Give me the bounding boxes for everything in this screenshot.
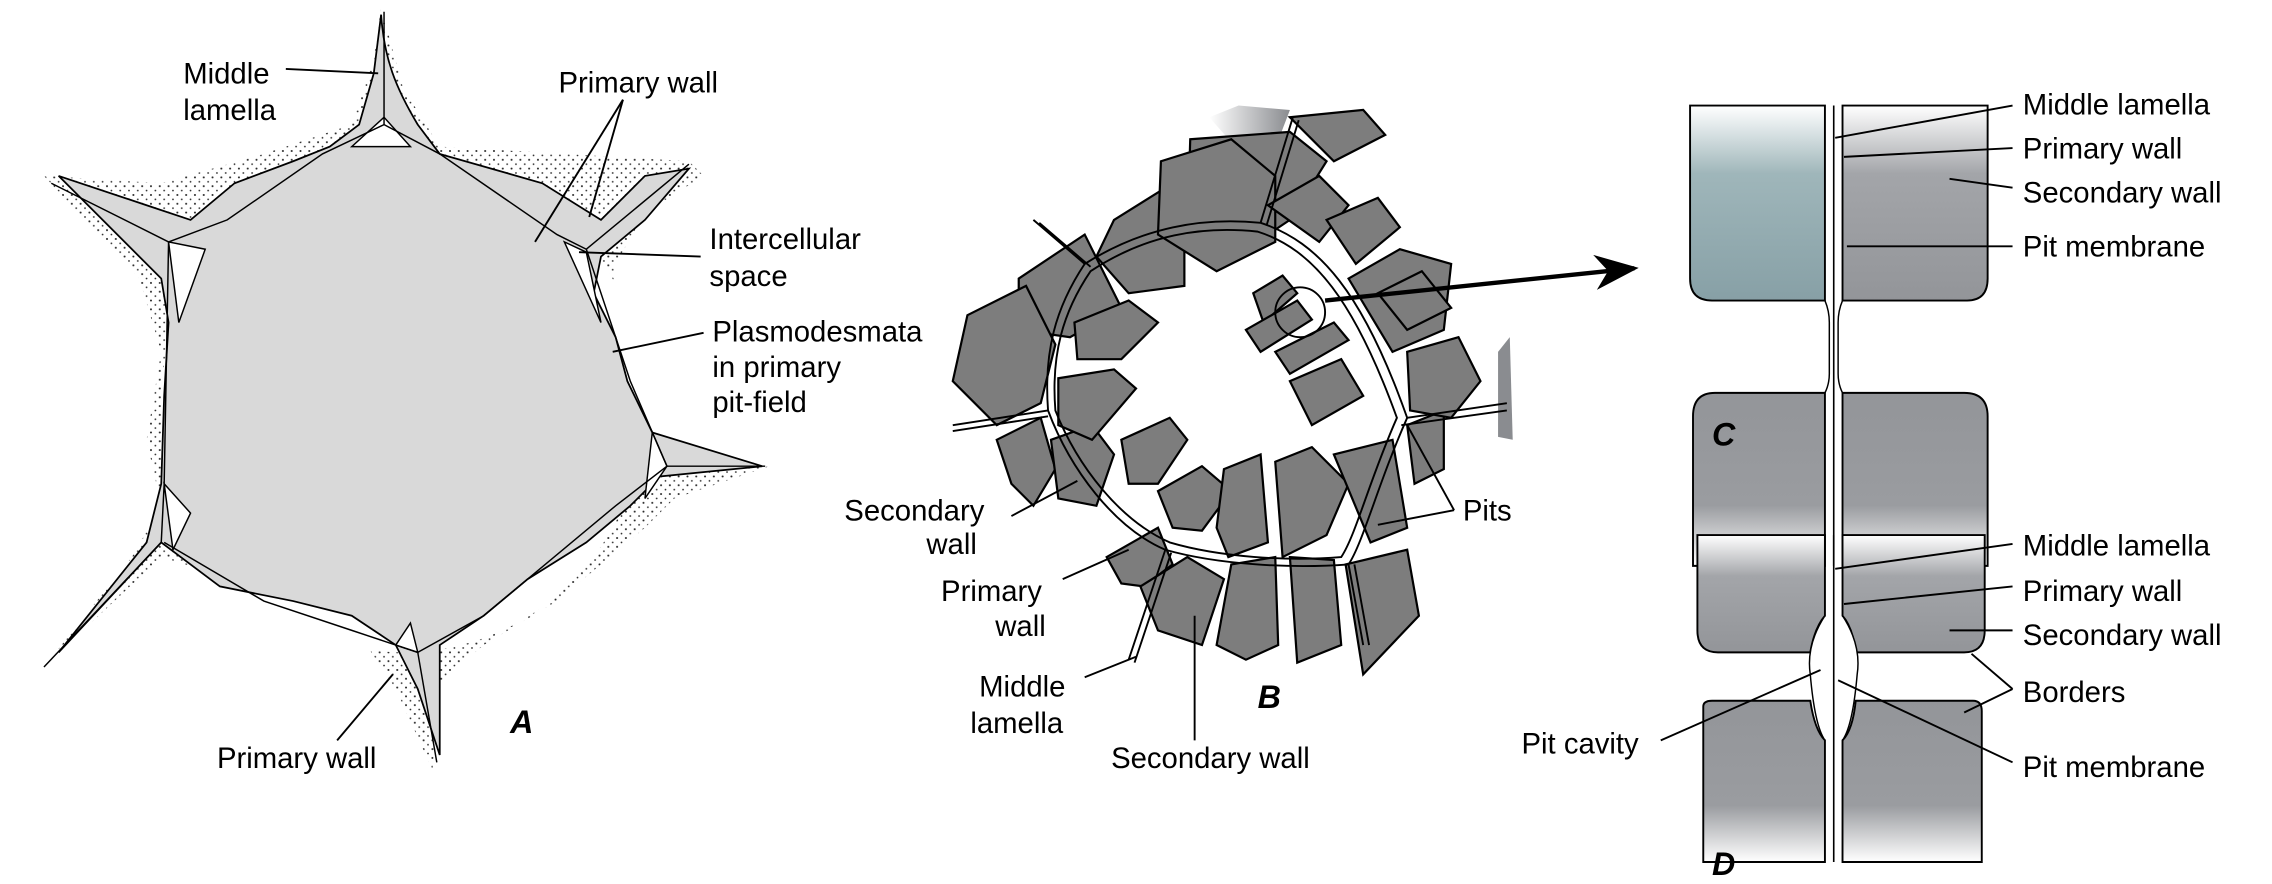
primary-wall-double-lines xyxy=(952,117,1507,663)
label-b-primary-wall-1: Primary xyxy=(941,575,1042,608)
d-pit-cavity-right xyxy=(1841,615,1859,741)
c-bottom-left-wall xyxy=(1692,391,1826,567)
leader-c-primary-wall xyxy=(1843,147,2013,158)
label-d-secondary-wall: Secondary wall xyxy=(2023,619,2222,652)
panel-letter-b: B xyxy=(1258,679,1281,715)
panel-d: Middle lamella Primary wall Secondary wa… xyxy=(1522,530,2222,883)
leader-b-primary-wall xyxy=(1062,548,1130,580)
leader-b-pits-2 xyxy=(1377,509,1455,526)
label-d-pit-cavity: Pit cavity xyxy=(1522,728,1640,761)
leader-b-middle-lamella xyxy=(1084,655,1137,679)
leader-d-middle-lamella xyxy=(1835,542,2013,570)
c-top-right-wall xyxy=(1841,104,1989,302)
leader-intercellular xyxy=(578,251,701,258)
d-top-right-wall xyxy=(1841,534,1986,654)
label-b-secondary-wall-1: Secondary xyxy=(844,494,984,527)
c-top-left-wall xyxy=(1689,104,1826,302)
leader-b-secondary-wall xyxy=(1010,480,1078,517)
label-a-plasmodesmata-1: Plasmodesmata xyxy=(712,316,923,349)
magnification-arrow xyxy=(1324,254,1639,303)
label-b-pits: Pits xyxy=(1463,494,1512,527)
panel-letter-a: A xyxy=(509,704,533,740)
label-b-secondary-wall-bottom: Secondary wall xyxy=(1111,742,1310,775)
c-pit-membrane-right xyxy=(1837,300,1844,394)
label-b-middle-lamella-2: lamella xyxy=(970,707,1064,740)
panel-a: Middle lamella Primary wall Intercellula… xyxy=(43,7,923,775)
leader-d-primary-wall xyxy=(1843,585,2013,605)
leader-d-pit-cavity xyxy=(1660,669,1821,742)
label-b-secondary-wall-2: wall xyxy=(925,528,976,561)
label-d-pit-membrane: Pit membrane xyxy=(2023,751,2205,784)
panel-letter-c: C xyxy=(1712,417,1736,453)
label-a-plasmodesmata-2: in primary xyxy=(712,351,841,384)
leader-d-borders-2 xyxy=(1963,688,2013,714)
faded-cell-right xyxy=(1498,337,1513,440)
panel-c: Middle lamella Primary wall Secondary wa… xyxy=(1689,88,2222,567)
pit-highlight-circle xyxy=(1274,286,1327,339)
label-a-middle-lamella-2: lamella xyxy=(183,94,277,127)
leader-plasmodesmata xyxy=(612,331,704,353)
middle-lamella-lines xyxy=(43,11,766,763)
label-d-primary-wall: Primary wall xyxy=(2023,575,2183,608)
c-pit-membrane-left xyxy=(1824,300,1831,394)
label-c-secondary-wall: Secondary wall xyxy=(2023,176,2222,209)
label-c-pit-membrane: Pit membrane xyxy=(2023,231,2205,264)
label-c-primary-wall: Primary wall xyxy=(2023,132,2183,165)
secondary-wall-segments xyxy=(951,108,1482,677)
leader-middle-lamella-a xyxy=(285,67,379,75)
label-b-primary-wall-2: wall xyxy=(994,610,1045,643)
c-bottom-right-wall xyxy=(1841,391,1989,567)
leader-primary-wall-a1 xyxy=(534,99,624,243)
primary-wall-network xyxy=(57,14,763,756)
leader-c-secondary-wall xyxy=(1949,177,2013,189)
label-a-middle-lamella-1: Middle xyxy=(183,58,269,91)
d-bottom-right-wall xyxy=(1841,699,1983,863)
leader-primary-wall-a-bottom xyxy=(336,673,394,741)
panel-b: Secondary wall Primary wall Middle lamel… xyxy=(844,105,1639,775)
d-top-left-wall xyxy=(1696,534,1826,654)
label-a-intercellular-2: space xyxy=(709,260,787,293)
label-b-middle-lamella-1: Middle xyxy=(979,670,1065,703)
label-d-borders: Borders xyxy=(2023,676,2126,709)
leader-b-pits xyxy=(1406,424,1455,511)
leader-primary-wall-a2 xyxy=(588,99,624,218)
label-a-intercellular-1: Intercellular xyxy=(709,223,861,256)
label-a-primary-wall-top: Primary wall xyxy=(558,66,718,99)
label-a-primary-wall-bottom: Primary wall xyxy=(217,742,377,775)
label-d-middle-lamella: Middle lamella xyxy=(2023,530,2211,563)
panel-letter-d: D xyxy=(1712,846,1735,882)
label-a-plasmodesmata-3: pit-field xyxy=(712,386,806,419)
label-c-middle-lamella: Middle lamella xyxy=(2023,88,2211,121)
leader-c-middle-lamella xyxy=(1835,104,2013,139)
leader-d-borders-1 xyxy=(1970,653,2014,690)
d-bottom-left-wall xyxy=(1702,699,1826,863)
leader-d-pit-membrane xyxy=(1837,679,2013,764)
